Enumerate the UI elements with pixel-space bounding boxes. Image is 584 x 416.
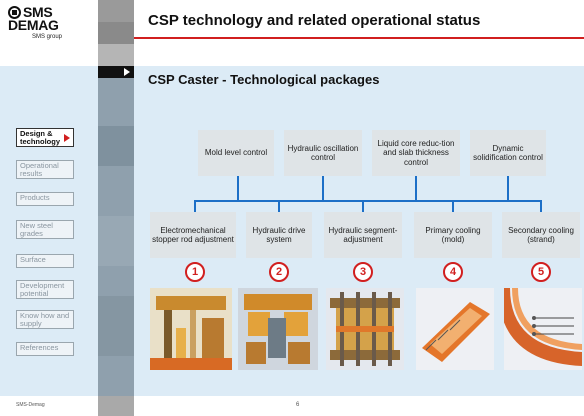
package-box-segment-adjustment: Hydraulic segment-adjustment — [324, 212, 402, 258]
logo-line2: DEMAG — [8, 17, 59, 33]
menu-item-label: Products — [20, 193, 50, 202]
page-title: CSP technology and related operational s… — [148, 12, 481, 29]
menu-item-surface[interactable]: Surface — [16, 254, 74, 268]
control-box-dynamic-solidification: Dynamic solidification control — [470, 130, 546, 176]
package-box-secondary-cooling: Secondary cooling (strand) — [502, 212, 580, 258]
package-box-hydraulic-drive: Hydraulic drive system — [246, 212, 312, 258]
menu-item-design-technology[interactable]: Design & technology — [16, 128, 74, 147]
sms-demag-logo: SMS DEMAG SMS group — [8, 4, 92, 58]
control-box-oscillation: Hydraulic oscillation control — [284, 130, 362, 176]
connector — [540, 200, 542, 212]
control-box-liquid-core: Liquid core reduc-tion and slab thicknes… — [372, 130, 460, 176]
stopper-rod-equipment-image — [150, 288, 232, 370]
connector — [194, 200, 196, 212]
footer-text: SMS-Demag — [16, 402, 45, 408]
menu-item-development-potential[interactable]: Development potential — [16, 280, 74, 299]
menu-item-new-steel-grades[interactable]: New steel grades — [16, 220, 74, 239]
section-indicator — [98, 66, 134, 78]
connector — [452, 200, 454, 212]
menu-item-label: Operational results — [20, 161, 59, 178]
package-number-badge: 2 — [269, 262, 289, 282]
menu-item-label: References — [20, 343, 59, 352]
segment-adjustment-equipment-image — [326, 288, 404, 370]
menu-item-label: Surface — [20, 255, 46, 264]
menu-item-know-how-supply[interactable]: Know how and supply — [16, 310, 74, 329]
package-number-badge: 1 — [185, 262, 205, 282]
section-title: CSP Caster - Technological packages — [148, 72, 380, 87]
package-box-primary-cooling: Primary cooling (mold) — [414, 212, 492, 258]
primary-cooling-mold-image — [416, 288, 494, 370]
connector-bus — [194, 200, 542, 202]
menu-item-label: New steel grades — [20, 221, 53, 238]
control-box-mold-level: Mold level control — [198, 130, 274, 176]
connector — [278, 200, 280, 212]
connector — [507, 176, 509, 200]
menu-item-label: Development potential — [20, 281, 65, 298]
package-number-badge: 5 — [531, 262, 551, 282]
play-icon — [124, 68, 130, 76]
secondary-cooling-strand-image — [504, 288, 582, 370]
hydraulic-drive-equipment-image — [238, 288, 318, 370]
panel-accent-column — [98, 66, 134, 396]
arrow-right-icon — [64, 134, 70, 142]
package-box-stopper-rod: Electromechanical stopper rod adjustment — [150, 212, 236, 258]
logo-line1: SMS — [23, 4, 53, 20]
package-number-badge: 3 — [353, 262, 373, 282]
connector — [322, 176, 324, 200]
page-number: 6 — [296, 402, 300, 408]
menu-item-label: Know how and supply — [20, 311, 70, 328]
connector — [362, 200, 364, 212]
title-underline — [134, 37, 584, 39]
connector — [237, 176, 239, 200]
connector — [415, 176, 417, 200]
logo-line3: SMS group — [32, 34, 63, 40]
sms-logo-icon — [8, 6, 21, 19]
package-number-badge: 4 — [443, 262, 463, 282]
menu-item-label: Design & technology — [20, 129, 61, 146]
menu-item-references[interactable]: References — [16, 342, 74, 356]
menu-item-products[interactable]: Products — [16, 192, 74, 206]
menu-item-operational-results[interactable]: Operational results — [16, 160, 74, 179]
